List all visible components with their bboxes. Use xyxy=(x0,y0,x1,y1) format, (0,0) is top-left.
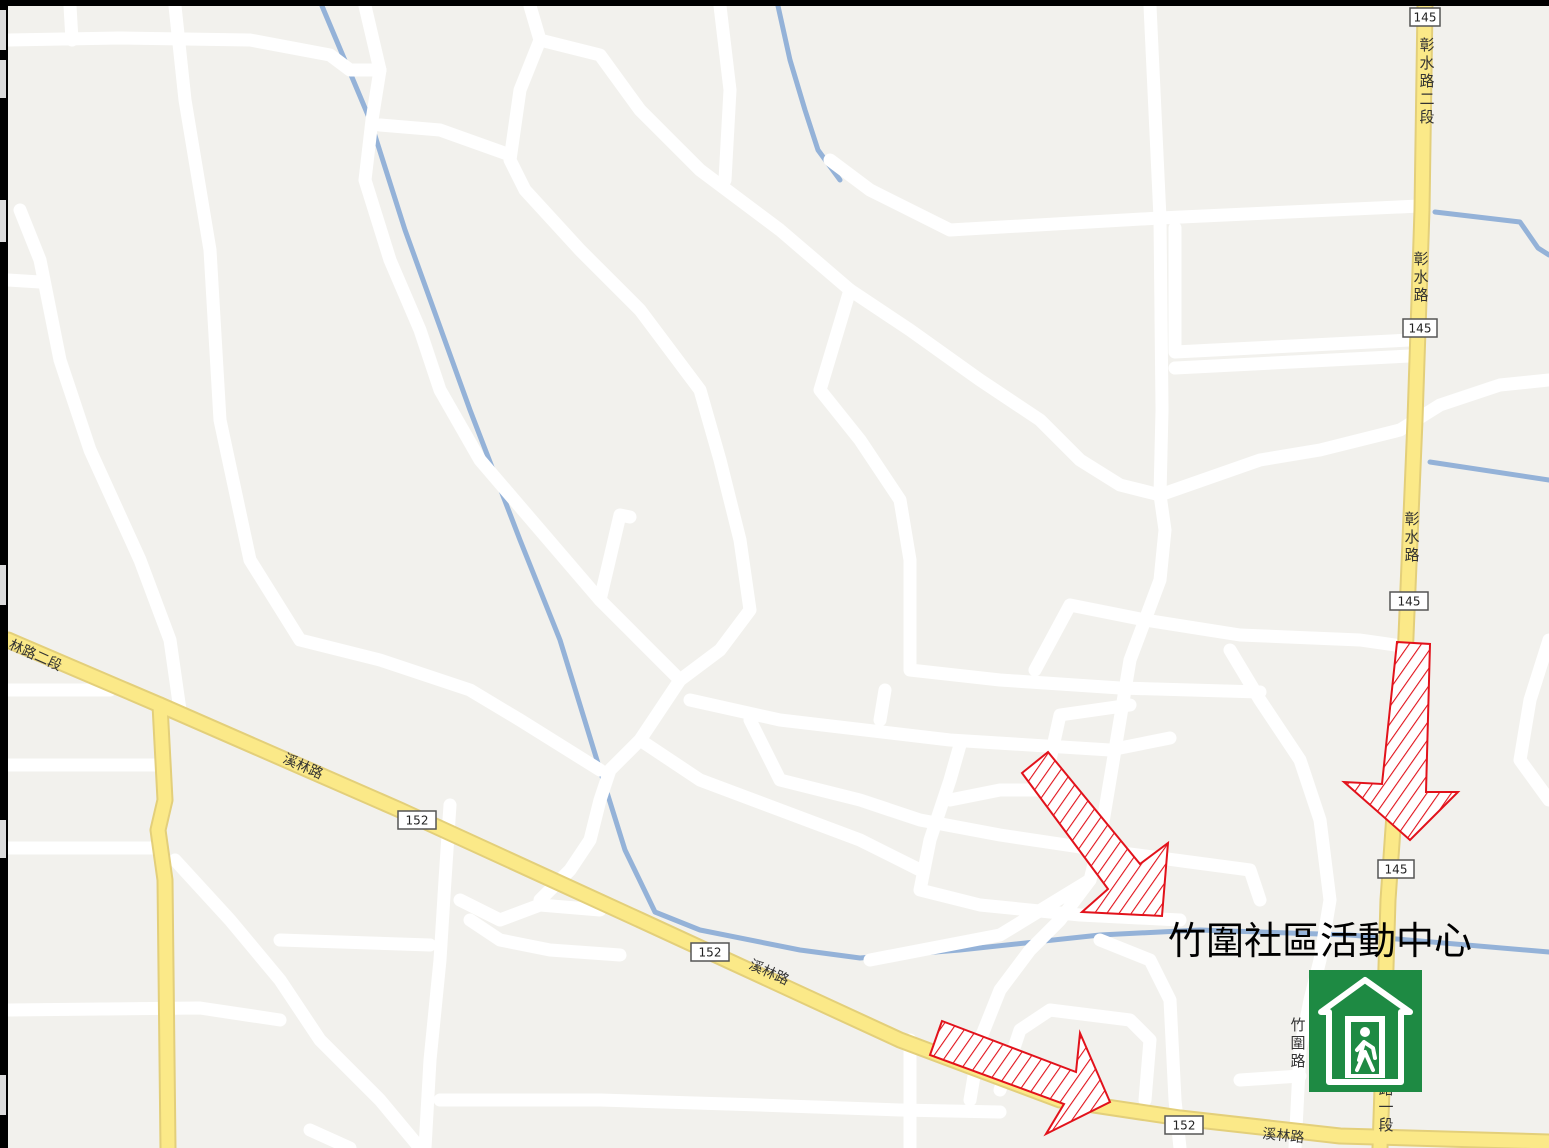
road xyxy=(1153,373,1549,502)
road xyxy=(533,33,1167,502)
road xyxy=(963,0,1172,1107)
route-shield[interactable]: 145 xyxy=(1402,318,1438,338)
road xyxy=(743,713,1267,907)
emergency-shelter-icon[interactable] xyxy=(1309,970,1422,1092)
route-shield[interactable]: 152 xyxy=(1164,1115,1204,1135)
road xyxy=(1,273,47,289)
road xyxy=(418,798,457,1148)
frame-top xyxy=(0,0,1549,6)
road xyxy=(168,0,607,777)
road xyxy=(713,0,737,187)
road xyxy=(1028,598,1402,677)
road xyxy=(453,893,607,927)
hatched-arrow-icon xyxy=(1020,750,1170,918)
hatched-arrow-icon xyxy=(1341,640,1461,842)
road xyxy=(863,873,1097,967)
road-label-char: 路 xyxy=(1413,286,1428,304)
road xyxy=(273,933,437,952)
route-shield[interactable]: 152 xyxy=(690,942,730,962)
direction-arrows xyxy=(928,640,1461,1137)
river-west xyxy=(319,3,1549,961)
road xyxy=(503,0,757,907)
rivers xyxy=(319,3,1549,961)
road xyxy=(1043,698,1137,767)
road xyxy=(633,733,927,877)
route-shield[interactable]: 145 xyxy=(1409,7,1441,27)
river-east-lower xyxy=(1427,459,1549,483)
road-label-char: 水 xyxy=(1413,268,1428,286)
road-label-char: 一 xyxy=(1378,1098,1393,1116)
road xyxy=(1233,1069,1307,1087)
road-label-char: 水 xyxy=(1404,528,1419,546)
route-shield-number: 145 xyxy=(1409,322,1432,336)
river-east xyxy=(1432,209,1549,258)
road-xilin xyxy=(1,633,1549,1148)
road-label-char: 段 xyxy=(1378,1116,1393,1134)
route-shield-number: 145 xyxy=(1398,595,1421,609)
road xyxy=(13,203,187,717)
road-label-changshui-sec2: 彰 水 路 二 段 xyxy=(1419,36,1434,126)
road xyxy=(913,738,1187,927)
road xyxy=(873,683,892,727)
road xyxy=(433,1093,1007,1119)
road xyxy=(823,153,1427,237)
route-shield-number: 152 xyxy=(1173,1119,1196,1133)
frame-left-ticks xyxy=(0,10,6,1115)
road-label-char: 段 xyxy=(1419,108,1434,126)
route-shield-number: 145 xyxy=(1414,11,1437,25)
road-label-char: 竹 xyxy=(1290,1016,1305,1034)
route-shield-number: 145 xyxy=(1385,863,1408,877)
route-shield[interactable]: 145 xyxy=(1389,591,1429,611)
road-west-n-s xyxy=(151,698,175,1148)
route-shield[interactable]: 152 xyxy=(397,810,437,830)
road xyxy=(1,31,387,77)
road-label-changshui-mid: 彰 水 路 xyxy=(1413,250,1428,304)
road xyxy=(373,118,517,162)
road xyxy=(993,1003,1157,1107)
road-label-char: 路 xyxy=(1404,546,1419,564)
road-labels: 彰 水 路 二 段 彰 水 路 彰 水 路 竹 圍 路 路 一 段 xyxy=(1290,36,1434,1134)
road-label-char: 路 xyxy=(1290,1052,1305,1070)
road xyxy=(1223,643,1337,1148)
road xyxy=(358,0,687,687)
road-label-zhuwei: 竹 圍 路 xyxy=(1290,1016,1305,1070)
route-shields: 145 145 145 145 152 152 152 xyxy=(397,7,1441,1135)
route-shield-number: 152 xyxy=(406,814,429,828)
road xyxy=(463,913,627,962)
road-label-changshui-low: 彰 水 路 xyxy=(1404,510,1419,564)
road xyxy=(813,283,1267,699)
road-label-xilin: 溪林路 xyxy=(1262,1126,1305,1146)
road xyxy=(168,853,427,1148)
route-shield-number: 152 xyxy=(699,946,722,960)
road-label-char: 彰 xyxy=(1404,510,1419,528)
route-shield[interactable]: 145 xyxy=(1377,859,1415,879)
road xyxy=(1168,221,1417,359)
road xyxy=(1513,633,1549,807)
road xyxy=(63,0,79,47)
road-label-char: 路 xyxy=(1419,72,1434,90)
destination-label[interactable]: 竹圍社區活動中心 xyxy=(1168,919,1472,963)
road xyxy=(683,693,1177,757)
hatched-arrow-icon xyxy=(928,1019,1112,1137)
road-label-char: 圍 xyxy=(1290,1034,1305,1052)
road xyxy=(1168,349,1417,375)
road-label-char: 彰 xyxy=(1413,250,1428,268)
road-label-char: 水 xyxy=(1419,54,1434,72)
road xyxy=(303,1123,357,1148)
road xyxy=(1,1001,287,1027)
road-label-char: 彰 xyxy=(1419,36,1434,54)
road xyxy=(943,783,1057,807)
road-label-char: 二 xyxy=(1419,90,1434,108)
road xyxy=(593,508,637,607)
